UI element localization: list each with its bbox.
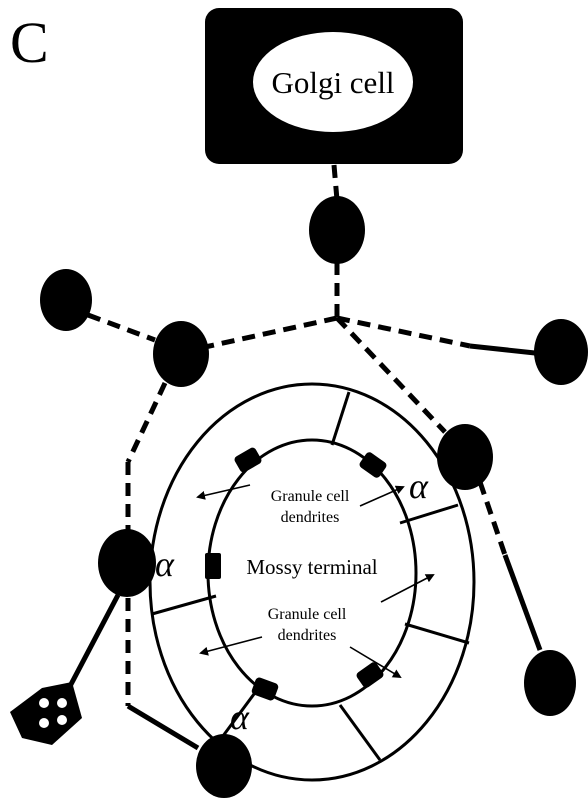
arrow-middle-right [380, 574, 435, 603]
branch-to-square [65, 593, 121, 692]
panel-label: C [10, 10, 49, 75]
axon-branches [65, 164, 543, 751]
synapse-contact [251, 677, 279, 701]
granule-bottom-line1: Granule cell [268, 606, 347, 623]
alpha-label: α [409, 466, 429, 506]
arrow-lower-left [199, 636, 263, 656]
branch-right [336, 315, 471, 349]
vesicle-terminal [10, 682, 82, 745]
golgi-cell-body [253, 32, 413, 132]
terminal-bouton [40, 269, 92, 331]
axon-trunk [331, 164, 340, 201]
synaptic-contacts [205, 447, 387, 701]
branch-far-left [87, 312, 156, 343]
dendrite-arrows [196, 484, 435, 679]
ring-divider [399, 503, 459, 525]
synapse-contact [356, 662, 384, 688]
ring-divider [151, 594, 217, 616]
branch-right-down-solid [502, 554, 543, 651]
alpha-labels: α α α [155, 466, 429, 737]
terminal-labels: Granule cell dendrites Mossy terminal Gr… [246, 488, 377, 644]
terminal-bouton [153, 321, 209, 387]
vesicle [39, 718, 49, 728]
ring-divider [218, 689, 259, 741]
vesicle-terminal-body [10, 682, 82, 745]
arrow-lower-right [349, 646, 402, 679]
granule-top-line1: Granule cell [271, 488, 350, 505]
granule-top-line2: dendrites [281, 509, 340, 526]
arrow-upper-right [359, 485, 405, 507]
synapse-contact [359, 452, 387, 478]
branch-left [204, 315, 338, 350]
branch-lower-solid [126, 703, 200, 751]
synapse-contact [205, 553, 221, 579]
branch-left-down [125, 381, 168, 464]
ring-divider [404, 622, 470, 645]
terminal-bouton [309, 196, 365, 264]
terminal-bouton [437, 424, 493, 490]
branch-right-solid [469, 343, 536, 356]
golgi-cell: Golgi cell [205, 8, 463, 164]
alpha-label: α [230, 697, 250, 737]
glomerulus-outer [148, 382, 476, 782]
vesicle [39, 698, 49, 708]
terminal-bouton [524, 650, 576, 716]
golgi-terminals [40, 196, 588, 798]
vesicle [57, 698, 67, 708]
golgi-cell-label: Golgi cell [271, 65, 394, 100]
mossy-terminal-label: Mossy terminal [246, 555, 377, 579]
glomerulus [148, 382, 476, 782]
granule-bottom-line2: dendrites [278, 627, 337, 644]
terminal-bouton [98, 529, 156, 597]
vesicle [57, 715, 67, 725]
branch-right-down-dash [477, 481, 508, 556]
terminal-bouton [196, 734, 252, 798]
terminal-bouton [534, 319, 588, 385]
ring-divider [330, 391, 351, 446]
branch-diagonal [335, 316, 447, 434]
alpha-label: α [155, 544, 175, 584]
ring-divider [338, 704, 382, 761]
arrow-upper-left [196, 484, 251, 500]
synapse-contact [234, 447, 262, 473]
